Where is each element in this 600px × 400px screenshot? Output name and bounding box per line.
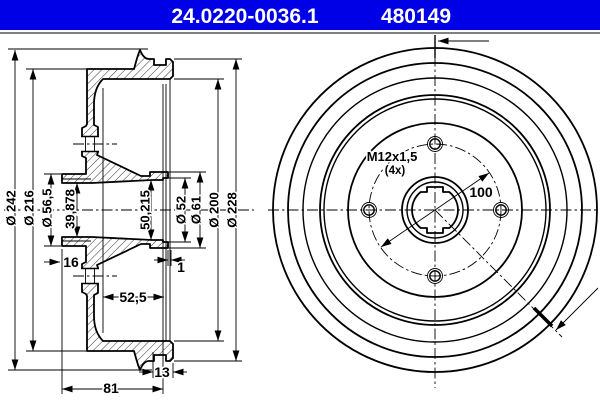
dim-label-rim-edge-width: 13: [154, 364, 170, 380]
dim-label-drum-depth: 52,5: [119, 289, 146, 305]
dim-line-bolt-circle: [380, 172, 490, 248]
rim-flange-circle: [287, 62, 583, 358]
surface-tick: [532, 306, 554, 328]
braking-surface-inner-circle: [323, 98, 547, 322]
section-view: Ø 242 Ø 216 Ø 56,5 39,878 50,215 Ø 52 Ø …: [2, 48, 254, 398]
dim-label-total-width: 81: [103, 380, 119, 396]
dim-label-bearing-seat-small: 39,878: [63, 189, 78, 229]
surface-leader-arrow: [555, 287, 599, 331]
dim-label-pilot-large: Ø 61: [189, 196, 204, 224]
stud-hole-upper: [73, 135, 117, 153]
dim-label-body-diameter: Ø 216: [22, 190, 37, 225]
dim-label-braking-surface: Ø 200: [207, 192, 222, 227]
web-circle: [347, 122, 523, 298]
dim-label-pilot-small: Ø 52: [174, 196, 189, 224]
stud-hole-lower: [73, 267, 117, 285]
reference-number: 480149: [381, 5, 451, 28]
dim-label-bearing-seat-large: 50,215: [138, 190, 153, 230]
dim-label-bolt-circle: 100: [469, 184, 493, 200]
body-circle: [302, 77, 568, 343]
dimension-lines: [11, 50, 240, 393]
dim-label-hub-diameter: Ø 56,5: [40, 188, 55, 227]
header-background: [0, 0, 600, 30]
bolt-circle: [368, 143, 502, 277]
dim-label-hub-protrusion: 16: [63, 254, 79, 270]
dim-label-rim-flange: Ø 228: [225, 192, 240, 227]
thread-spec-label: M12x1,5: [367, 149, 418, 164]
front-view: 100 M12x1,5 (4x): [268, 35, 599, 388]
part-number: 24.0220-0036.1: [171, 5, 318, 28]
bolt-holes: [361, 136, 509, 284]
drum-section-upper: [61, 49, 174, 184]
header-bar: 24.0220-0036.1 480149: [0, 0, 600, 34]
dim-label-outer-lip-diameter: Ø 242: [4, 190, 19, 225]
braking-surface-circle: [319, 94, 551, 326]
extension-lines: [8, 48, 242, 394]
thread-count-label: (4x): [385, 165, 406, 177]
dim-label-pilot-recess: 1: [177, 259, 185, 275]
